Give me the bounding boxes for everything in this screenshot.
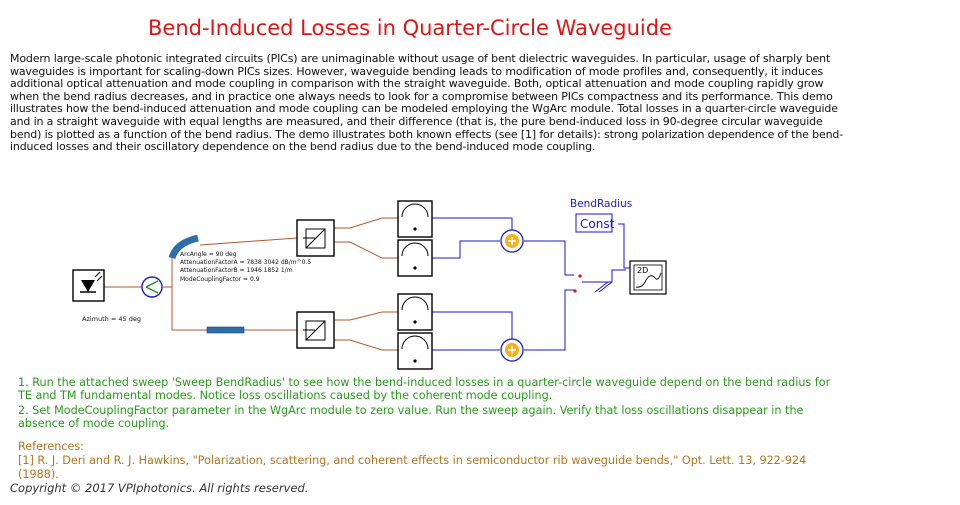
arc-param-coupling: ModeCouplingFactor = 0.9 (180, 276, 260, 283)
power-meter-3[interactable] (397, 293, 433, 331)
arc-param-atten-a: AttenuationFactorA = 7838 3042 dB/m^0.5 (180, 259, 311, 266)
references: References: [1] R. J. Deri and R. J. Haw… (18, 440, 838, 482)
electrical-wires (432, 217, 630, 351)
arc-param-angle: ArcAngle = 90 deg (180, 251, 237, 258)
waveguide-arc[interactable] (168, 234, 199, 260)
power-meter-2[interactable] (397, 239, 433, 277)
const-block[interactable]: Const (575, 213, 615, 233)
const-label: Const (580, 217, 615, 231)
arc-param-atten-b: AttenuationFactorB = 1946 1852 1/m (180, 267, 293, 274)
wire-nodes (573, 274, 582, 293)
laser-source[interactable] (72, 269, 105, 302)
plot-2d-label: 2D (637, 266, 648, 275)
instruction-1: 1. Run the attached sweep 'Sweep BendRad… (18, 376, 831, 403)
splitter[interactable] (141, 276, 163, 298)
azimuth-label: Azimuth = 45 deg (82, 315, 141, 323)
polarization-splitter-top[interactable] (296, 219, 335, 257)
bend-radius-label: BendRadius (570, 198, 632, 210)
plot-2d-block[interactable]: 2D (629, 260, 667, 295)
intro-paragraph: Modern large-scale photonic integrated c… (10, 52, 844, 154)
polarization-splitter-bottom[interactable] (296, 311, 335, 349)
references-heading: References: (18, 440, 84, 453)
power-meter-1[interactable] (397, 200, 433, 238)
reference-1: [1] R. J. Deri and R. J. Hawkins, "Polar… (18, 454, 807, 481)
adder-top[interactable] (500, 229, 524, 253)
adder-bottom[interactable] (500, 338, 524, 362)
copyright: Copyright © 2017 VPIphotonics. All right… (10, 481, 309, 495)
power-meter-4[interactable] (397, 332, 433, 370)
page-title: Bend-Induced Losses in Quarter-Circle Wa… (148, 16, 672, 40)
instruction-2: 2. Set ModeCouplingFactor parameter in t… (18, 403, 804, 431)
straight-waveguide[interactable] (206, 326, 245, 334)
instructions: 1. Run the attached sweep 'Sweep BendRad… (18, 376, 838, 432)
